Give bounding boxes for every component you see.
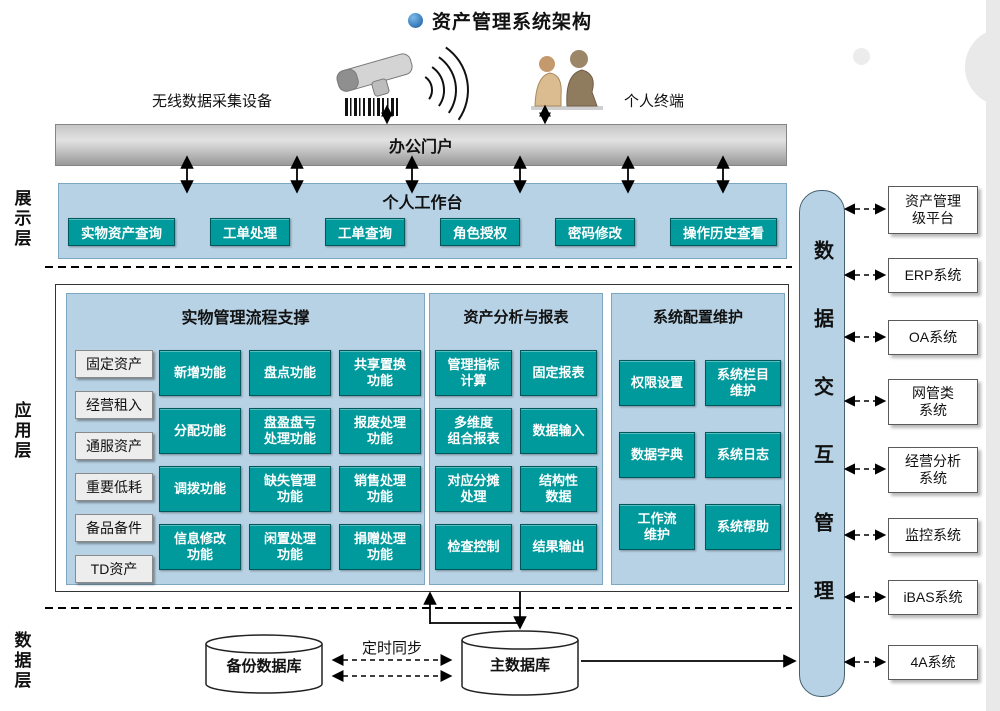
category-operating-lease: 经营租入	[75, 391, 153, 419]
analysis-functions-grid: 管理指标 计算 固定报表 多维度 组合报表 数据输入 对应分摊 处理 结构性 数…	[435, 350, 597, 570]
layer-label-application: 应用层	[11, 401, 31, 461]
category-spare-parts: 备品备件	[75, 514, 153, 542]
workbench-buttons: 实物资产查询 工单处理 工单查询 角色授权 密码修改 操作历史查看	[59, 218, 786, 246]
application-panel: 实物管理流程支撑 固定资产 经营租入 通服资产 重要低耗 备品备件 TD资产 新…	[55, 284, 789, 592]
fn-idle: 闲置处理 功能	[249, 524, 331, 570]
fn-workflow: 工作流 维护	[619, 504, 695, 550]
page-title: 资产管理系统架构	[0, 7, 1000, 34]
fn-donate: 捐赠处理 功能	[339, 524, 421, 570]
fn-data-input: 数据输入	[520, 408, 597, 454]
physical-panel-title: 实物管理流程支撑	[181, 310, 310, 327]
fn-allocate: 分配功能	[159, 408, 241, 454]
asset-category-list: 固定资产 经营租入 通服资产 重要低耗 备品备件 TD资产	[75, 350, 153, 596]
external-system-monitoring: 监控系统	[888, 518, 978, 553]
category-td-asset: TD资产	[75, 555, 153, 583]
fn-data-dictionary: 数据字典	[619, 432, 695, 478]
fn-surplus-deficit: 盘盈盘亏 处理功能	[249, 408, 331, 454]
node-password-change: 密码修改	[555, 218, 635, 246]
workbench-panel: 个人工作台 实物资产查询 工单处理 工单查询 角色授权 密码修改 操作历史查看	[58, 183, 787, 259]
node-workorder-process: 工单处理	[210, 218, 290, 246]
fn-sale: 销售处理 功能	[339, 466, 421, 512]
category-tongfu-asset: 通服资产	[75, 432, 153, 460]
fn-add: 新增功能	[159, 350, 241, 396]
backup-db-label: 备份数据库	[226, 658, 302, 675]
fn-permissions: 权限设置	[619, 360, 695, 406]
fn-missing-mgmt: 缺失管理 功能	[249, 466, 331, 512]
analysis-panel-title: 资产分析与报表	[463, 308, 569, 326]
external-system-oa: OA系统	[888, 320, 978, 355]
fn-info-edit: 信息修改 功能	[159, 524, 241, 570]
fn-structural-data: 结构性 数据	[520, 466, 597, 512]
layer-label-data: 数据层	[11, 631, 31, 691]
fn-multidim-report: 多维度 组合报表	[435, 408, 512, 454]
analysis-report-panel: 资产分析与报表 管理指标 计算 固定报表 多维度 组合报表 数据输入 对应分摊 …	[429, 293, 603, 585]
office-portal-label: 办公门户	[388, 139, 453, 156]
fn-transfer: 调拨功能	[159, 466, 241, 512]
data-exchange-label: 数据交互管理	[810, 239, 833, 648]
physical-functions-grid: 新增功能 盘点功能 共享置换 功能 分配功能 盘盈盘亏 处理功能 报废处理 功能…	[159, 350, 421, 570]
page-title-text: 资产管理系统架构	[431, 12, 592, 33]
fn-result-output: 结果输出	[520, 524, 597, 570]
node-asset-query: 实物资产查询	[68, 218, 175, 246]
fn-check-control: 检查控制	[435, 524, 512, 570]
external-system-asset-platform: 资产管理 级平台	[888, 186, 978, 234]
fn-apportion: 对应分摊 处理	[435, 466, 512, 512]
system-config-panel: 系统配置维护 权限设置 系统栏目 维护 数据字典 系统日志 工作流 维护 系统帮…	[611, 293, 785, 585]
wireless-device-label: 无线数据采集设备	[152, 93, 273, 110]
fn-fixed-report: 固定报表	[520, 350, 597, 396]
config-panel-title: 系统配置维护	[652, 308, 743, 326]
fn-system-log: 系统日志	[705, 432, 781, 478]
external-system-business-analysis: 经营分析 系统	[888, 447, 978, 493]
fn-system-columns: 系统栏目 维护	[705, 360, 781, 406]
node-history-view: 操作历史查看	[670, 218, 777, 246]
category-low-value: 重要低耗	[75, 473, 153, 501]
external-system-4a: 4A系统	[888, 645, 978, 680]
personal-terminal-icon	[531, 50, 603, 110]
fn-kpi-calc: 管理指标 计算	[435, 350, 512, 396]
node-role-auth: 角色授权	[440, 218, 520, 246]
decorative-circle	[853, 48, 870, 65]
physical-management-panel: 实物管理流程支撑 固定资产 经营租入 通服资产 重要低耗 备品备件 TD资产 新…	[66, 293, 425, 585]
config-functions-grid: 权限设置 系统栏目 维护 数据字典 系统日志 工作流 维护 系统帮助	[619, 360, 781, 550]
decorative-circle	[965, 28, 1000, 106]
office-portal-bar: 办公门户	[55, 124, 787, 166]
main-db-label: 主数据库	[489, 657, 550, 674]
external-system-network-mgmt: 网管类 系统	[888, 379, 978, 425]
fn-system-help: 系统帮助	[705, 504, 781, 550]
node-workorder-query: 工单查询	[325, 218, 405, 246]
layer-label-presentation: 展示层	[11, 189, 31, 249]
title-bullet-icon	[407, 13, 423, 28]
barcode-scanner-icon	[336, 53, 413, 116]
workbench-title: 个人工作台	[382, 195, 463, 212]
data-exchange-bar: 数据交互管理	[799, 190, 845, 697]
external-system-erp: ERP系统	[888, 258, 978, 293]
decorative-strip	[986, 0, 1000, 711]
fn-share-swap: 共享置换 功能	[339, 350, 421, 396]
sync-label: 定时同步	[361, 640, 422, 657]
category-fixed-asset: 固定资产	[75, 350, 153, 378]
fn-inventory: 盘点功能	[249, 350, 331, 396]
fn-scrap: 报废处理 功能	[339, 408, 421, 454]
terminal-label: 个人终端	[624, 93, 685, 110]
external-system-ibas: iBAS系统	[888, 580, 978, 615]
